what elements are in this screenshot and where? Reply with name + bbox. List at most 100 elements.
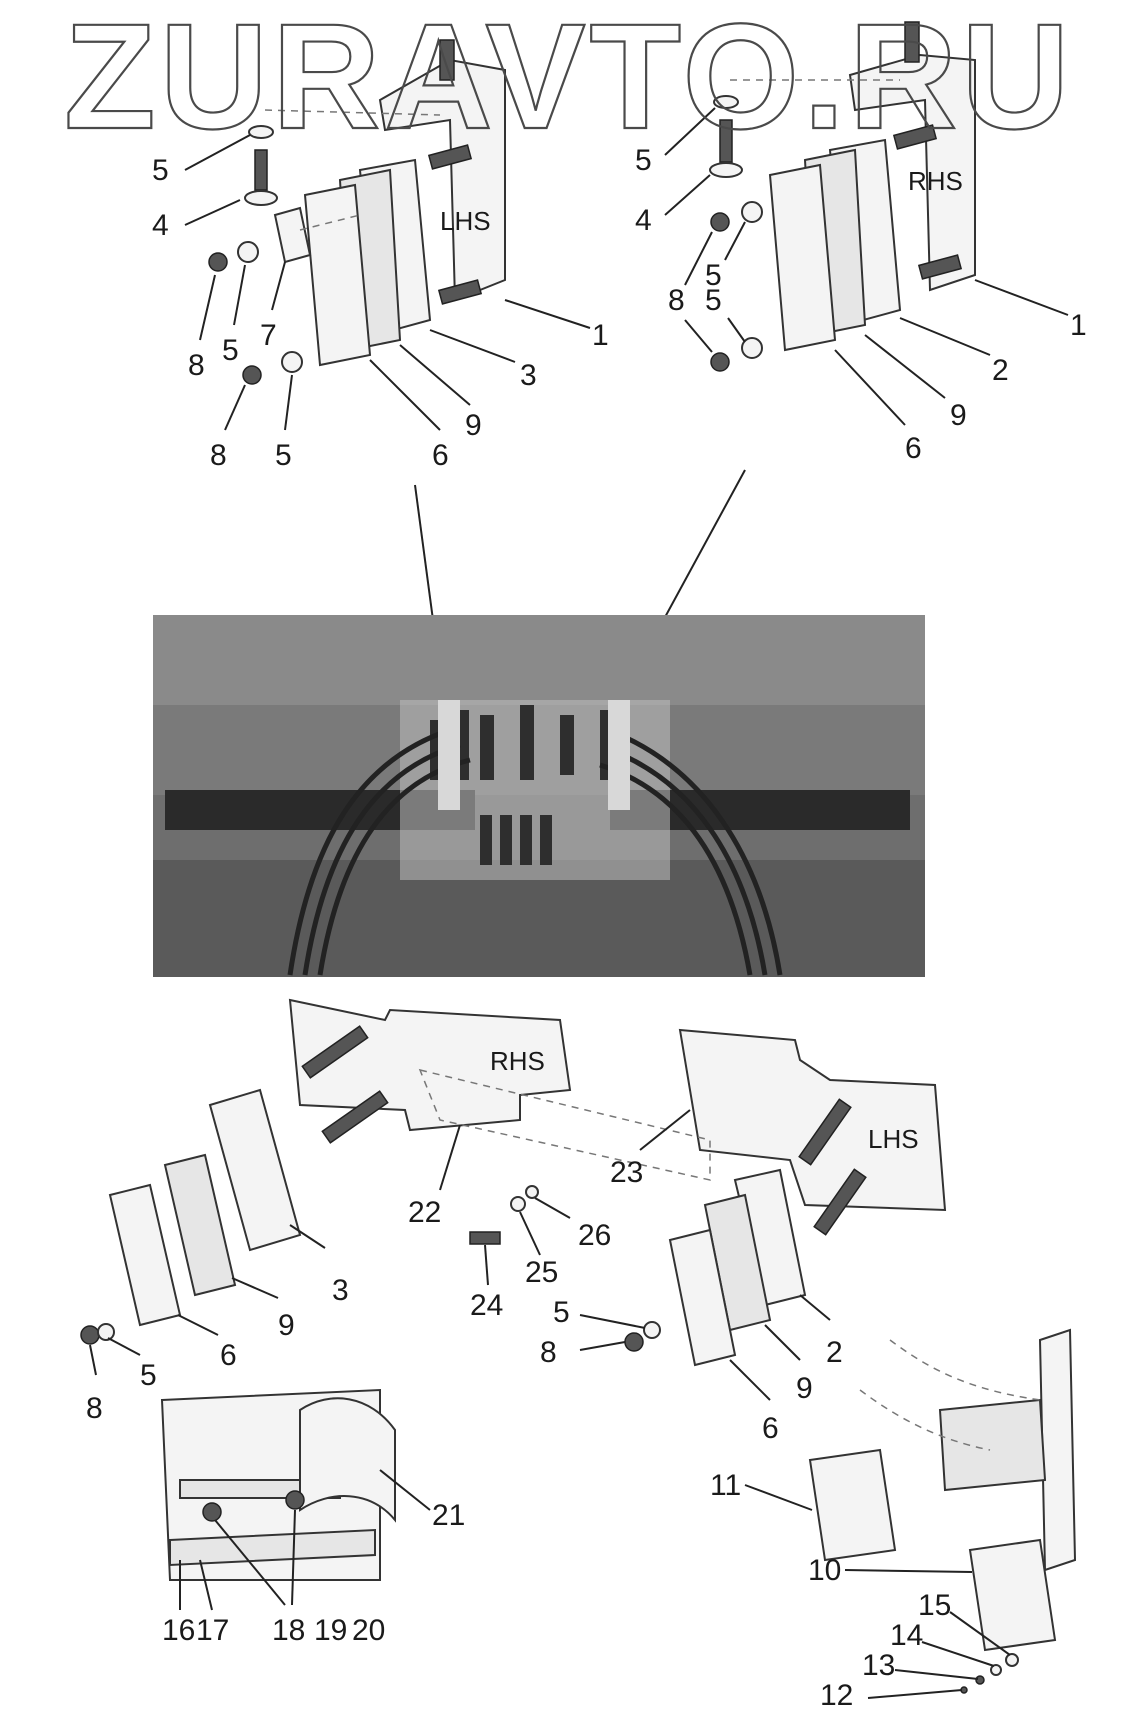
washer-5 <box>643 1321 661 1339</box>
washer-5 <box>713 95 739 109</box>
base-strip <box>169 1528 376 1567</box>
callout-20: 20 <box>352 1614 385 1647</box>
mount-plate <box>938 1398 1047 1492</box>
watermark: ZURAVTO.RU <box>64 0 1073 160</box>
plate-6 <box>303 183 372 367</box>
callout-4: 4 <box>635 204 652 237</box>
top-right-assembly: RHS 5 4 8 5 5 6 9 2 1 <box>635 21 1087 465</box>
leader <box>439 1124 461 1191</box>
leader <box>899 317 991 356</box>
side-label-rhs: RHS <box>490 1046 545 1076</box>
leader <box>184 199 241 226</box>
nut-8 <box>80 1325 100 1345</box>
plate-6 <box>768 163 837 352</box>
stud-top <box>904 21 920 63</box>
plate-9 <box>163 1153 237 1297</box>
callout-4: 4 <box>152 209 169 242</box>
clip-7 <box>273 206 312 264</box>
cover-11 <box>808 1448 897 1562</box>
callout-6: 6 <box>905 432 922 465</box>
callout-21: 21 <box>432 1499 465 1532</box>
callout-2: 2 <box>992 354 1009 387</box>
nut-8 <box>242 365 262 385</box>
leader <box>379 1469 431 1511</box>
middle-assembly: RHS LHS 22 23 24 25 26 3 9 6 5 <box>80 998 947 1445</box>
stud <box>321 1090 389 1144</box>
leader <box>534 1197 571 1219</box>
callout-3: 3 <box>332 1274 349 1307</box>
leader <box>271 261 286 311</box>
installation-photo <box>153 615 925 977</box>
callout-16: 16 <box>162 1614 195 1647</box>
leader <box>504 299 591 329</box>
washer-5 <box>248 125 274 139</box>
callout-8: 8 <box>86 1392 103 1425</box>
leader <box>921 1641 995 1667</box>
leader <box>289 1224 326 1249</box>
bolt-24 <box>469 1231 501 1245</box>
leader <box>764 1324 801 1361</box>
leader <box>834 349 906 426</box>
side-label-lhs: LHS <box>868 1124 919 1154</box>
callout-5: 5 <box>705 284 722 317</box>
callout-22: 22 <box>408 1196 441 1229</box>
nut-8 <box>624 1332 644 1352</box>
leader <box>224 384 246 431</box>
callout-23: 23 <box>610 1156 643 1189</box>
washer-14 <box>990 1664 1002 1676</box>
photo-top-band <box>153 615 925 705</box>
callout-24: 24 <box>470 1289 503 1322</box>
nut-8 <box>208 252 228 272</box>
leader <box>639 1109 691 1151</box>
side-label-rhs: RHS <box>908 166 963 196</box>
stud <box>813 1168 867 1236</box>
leader <box>664 174 711 216</box>
leader <box>579 1314 646 1329</box>
top-left-assembly: LHS 5 4 8 5 7 8 5 6 9 3 1 <box>152 39 609 472</box>
callout-9: 9 <box>950 399 967 432</box>
leader <box>291 1509 296 1606</box>
callout-19: 19 <box>314 1614 347 1647</box>
leader <box>177 1314 219 1336</box>
washer-26 <box>525 1185 539 1199</box>
leader <box>799 1294 831 1321</box>
leader <box>664 107 716 156</box>
leader <box>744 1484 813 1511</box>
callout-8: 8 <box>540 1336 557 1369</box>
callout-25: 25 <box>525 1256 558 1289</box>
callout-5: 5 <box>553 1296 570 1329</box>
callout-1: 1 <box>592 319 609 352</box>
photo-bracket-right <box>608 700 630 810</box>
plate-6 <box>668 1228 737 1367</box>
washer-5 <box>97 1323 115 1341</box>
assembly-line <box>418 1068 711 1181</box>
callout-8: 8 <box>210 439 227 472</box>
stud <box>427 144 473 170</box>
stud-top <box>439 39 455 81</box>
leader <box>107 1337 141 1356</box>
stud <box>437 279 483 305</box>
washer-5 <box>237 241 259 263</box>
leader <box>579 1341 626 1351</box>
nut-13 <box>975 1675 985 1685</box>
callout-5: 5 <box>140 1359 157 1392</box>
plate-3 <box>208 1088 302 1252</box>
bracket-23-lhs <box>678 1028 947 1212</box>
callout-15: 15 <box>918 1589 951 1622</box>
callout-5: 5 <box>152 154 169 187</box>
callout-26: 26 <box>578 1219 611 1252</box>
leader <box>214 1519 286 1606</box>
callout-5: 5 <box>222 334 239 367</box>
callout-8: 8 <box>668 284 685 317</box>
callout-17: 17 <box>196 1614 229 1647</box>
leader <box>284 374 293 431</box>
bolt-18 <box>202 1502 222 1522</box>
callout-5: 5 <box>705 259 722 292</box>
leader <box>684 319 713 353</box>
leader <box>684 231 713 286</box>
bottom-left-detail: 16 17 18 19 20 21 <box>160 1388 465 1647</box>
leader <box>724 221 746 261</box>
nut-8 <box>710 212 730 232</box>
callout-7: 7 <box>260 319 277 352</box>
leader <box>519 1211 541 1256</box>
